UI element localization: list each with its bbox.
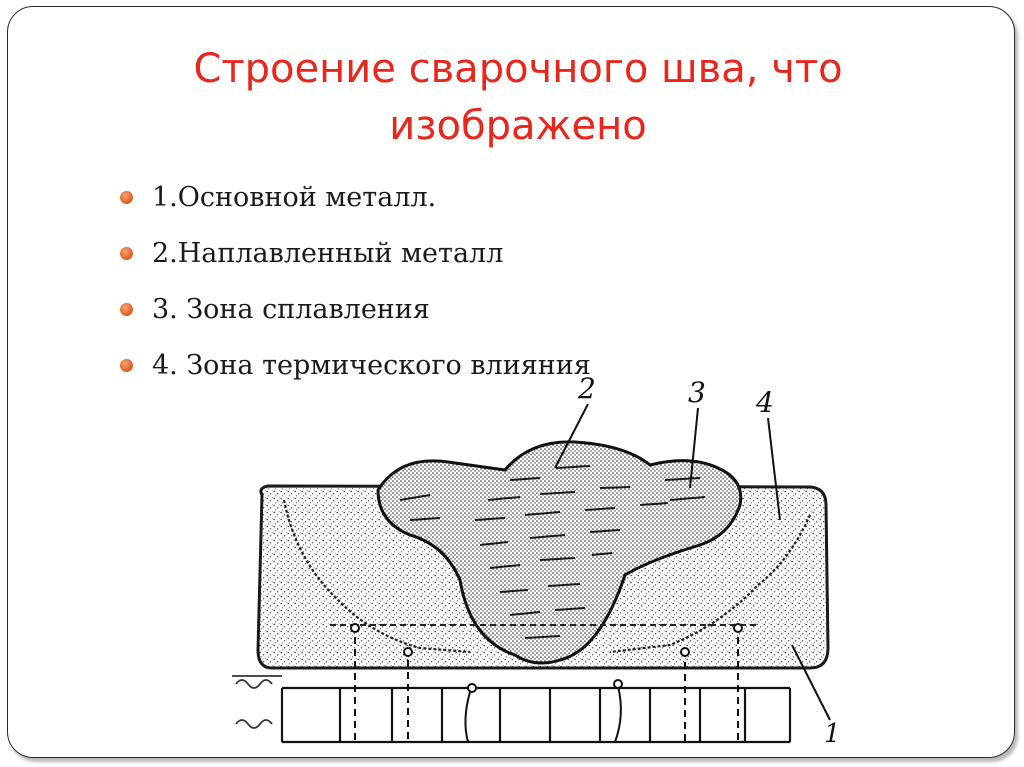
bullet-item-deposited-metal: 2.Наплавленный металл <box>118 231 591 287</box>
callout-label-3: 3 <box>688 376 706 409</box>
heat-affected-zone-boundary-right <box>609 514 812 654</box>
grid-hatching <box>235 679 273 729</box>
bullet-item-base-metal: 1.Основной металл. <box>118 175 591 231</box>
bullet-item-fusion-zone: 3. Зона сплавления <box>118 287 591 343</box>
title-line-2: изображено <box>389 103 647 149</box>
bullet-dot-icon <box>120 247 133 260</box>
bullet-text: 3. Зона сплавления <box>152 294 430 325</box>
bullet-text: 2.Наплавленный металл <box>152 238 504 269</box>
slide-title: Строение сварочного шва, что изображено <box>148 41 888 155</box>
probe-markers <box>350 623 743 693</box>
callout-label-2: 2 <box>577 372 596 405</box>
bullet-text: 1.Основной металл. <box>152 182 437 213</box>
bullet-text: 4. Зона термического влияния <box>152 350 591 381</box>
bullet-dot-icon <box>120 359 133 372</box>
probe-lines <box>464 685 622 743</box>
bullet-list: 1.Основной металл. 2.Наплавленный металл… <box>118 175 591 399</box>
heat-affected-zone-boundary <box>282 499 471 654</box>
title-line-1: Строение сварочного шва, что <box>193 46 843 92</box>
callout-label-1: 1 <box>824 719 841 745</box>
weld-layer-lines <box>399 465 706 639</box>
temperature-grid <box>232 675 792 744</box>
vertical-guide-lines <box>354 625 739 742</box>
deposited-metal-bead <box>376 440 743 665</box>
bullet-dot-icon <box>120 191 133 204</box>
bullet-item-heat-affected-zone: 4. Зона термического влияния <box>118 343 591 399</box>
bullet-dot-icon <box>120 303 133 316</box>
callout-leaders <box>554 403 831 721</box>
callout-label-4: 4 <box>755 386 774 419</box>
weld-seam-diagram: 2 3 4 1 <box>232 372 841 745</box>
